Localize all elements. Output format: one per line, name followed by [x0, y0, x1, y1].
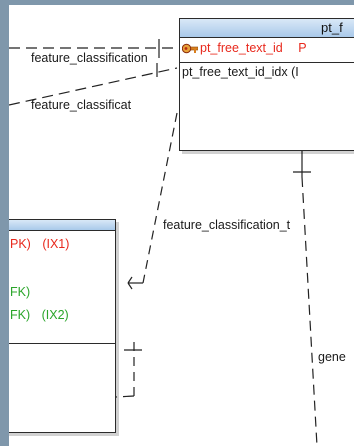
row-index: (IX2) [41, 308, 69, 322]
entity-row-1: PK) (IX1) [10, 237, 69, 251]
relationship-label: feature_classificat [31, 98, 132, 112]
relationship-label: feature_classification [31, 51, 148, 65]
row-index: (IX1) [42, 237, 70, 251]
entity-row-3: FK) (IX2) [10, 308, 69, 322]
entity-title: pt_f [180, 19, 354, 38]
entity-header [9, 220, 115, 231]
key-icon [181, 43, 199, 57]
relationship-lines [9, 39, 318, 446]
pk-column-suffix: P [298, 41, 307, 55]
relationship-label: feature_classification_t [163, 218, 291, 232]
left-entity[interactable]: PK) (IX1) FK) FK) (IX2) [9, 219, 116, 433]
pk-column-name: pt_free_text_id [200, 41, 283, 55]
row-key: PK) [10, 237, 31, 251]
entity-separator [180, 62, 354, 63]
entity-row-2: FK) [10, 285, 30, 299]
relationship-label: gene [318, 350, 346, 364]
row-key: FK) [10, 308, 31, 322]
pt-free-entity[interactable]: pt_f pt_free_text_id P pt_free_text_id_i… [179, 18, 354, 151]
entity-separator [9, 343, 115, 344]
pk-row: pt_free_text_id P [181, 41, 307, 57]
index-row: pt_free_text_id_idx (I [182, 65, 299, 79]
diagram-canvas: pt_f pt_free_text_id P pt_free_text_id_i… [9, 5, 354, 446]
row-key: FK) [10, 285, 31, 299]
